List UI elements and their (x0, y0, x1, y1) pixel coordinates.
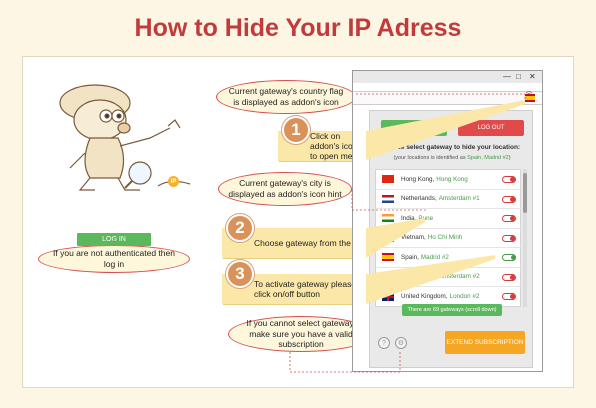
gateway-row[interactable]: India, Pune (376, 209, 522, 229)
step-3-text: To activate gateway please click on/off … (254, 278, 357, 299)
callout-not-authenticated: If you are not authenticated then log in (38, 245, 190, 273)
gateway-row[interactable]: Spain, Madrid #2 (376, 248, 522, 268)
hk-flag-icon (382, 175, 394, 184)
logout-button[interactable]: LOG OUT (458, 120, 524, 136)
maximize-icon[interactable]: □ (516, 72, 521, 81)
extend-subscription-button[interactable]: EXTEND SUBSCRIPTION (445, 331, 525, 354)
callout-not-authenticated-text: If you are not authenticated then log in (53, 248, 175, 269)
callout-no-subscription-text: If you cannot select gateway, make sure … (246, 318, 356, 350)
help-icon[interactable]: ? (378, 337, 390, 349)
gateway-city: Amsterdam #1 (438, 195, 480, 203)
step-2-text: Choose gateway from the list (254, 237, 364, 248)
settings-gear-icon[interactable]: ⚙ (395, 337, 407, 349)
gateway-city: Hong Kong (436, 175, 468, 183)
gateway-country: United Kingdom, (401, 293, 448, 301)
addon-popup-menu: days left LOG OUT Please select gateway … (369, 110, 533, 368)
nl-flag-icon (382, 272, 394, 281)
callout-city-hint: Current gateway's city is displayed as a… (218, 172, 352, 206)
gateway-country: Netherlands, (401, 195, 437, 203)
gateway-city: Amsterdam #2 (438, 273, 480, 281)
window-titlebar: — □ ✕ (353, 71, 542, 83)
location-value: Spain, Madrid #2 (467, 155, 509, 161)
in-flag-icon (382, 214, 394, 223)
gateway-country: Spain, (401, 253, 419, 261)
gateway-toggle-active[interactable] (502, 254, 516, 261)
gateway-city: Pune (418, 214, 434, 222)
addon-flag-icon[interactable] (525, 94, 535, 102)
gateway-row[interactable]: Hong Kong, Hong Kong (376, 170, 522, 190)
step-3-number: 3 (226, 260, 254, 288)
gateway-city: Ho Chi Minh (427, 234, 463, 242)
gateway-row[interactable]: Netherlands, Amsterdam #2 (376, 268, 522, 287)
gateway-country: India, (401, 214, 417, 222)
es-flag-icon (382, 253, 394, 262)
minimize-icon[interactable]: — (503, 72, 511, 81)
vn-flag-icon (382, 233, 394, 242)
gateway-list: Hong Kong, Hong Kong Netherlands, Amster… (375, 169, 522, 307)
gateway-toggle[interactable] (502, 293, 516, 300)
callout-flag-icon: Current gateway's country flag is displa… (216, 80, 356, 114)
login-button[interactable]: LOG IN (77, 233, 151, 246)
wifi-icon (525, 84, 533, 97)
gb-flag-icon (382, 292, 394, 301)
location-suffix: ) (508, 155, 511, 161)
gateway-list-scrollbar[interactable] (523, 169, 527, 307)
select-gateway-heading: Please select gateway to hide your locat… (383, 144, 521, 151)
location-identified: (your locations is identified as Spain, … (370, 155, 534, 161)
address-bar[interactable] (353, 91, 542, 105)
gateway-country: Netherlands, (401, 273, 437, 281)
scroll-hint: There are 69 gateways (scroll down) (402, 304, 502, 316)
callout-city-hint-text: Current gateway's city is displayed as a… (228, 178, 342, 199)
gateway-toggle[interactable] (502, 195, 516, 203)
step-2-number: 2 (226, 214, 254, 242)
gateway-row[interactable]: Netherlands, Amsterdam #1 (376, 190, 522, 209)
page-title: How to Hide Your IP Adress (134, 14, 462, 42)
close-icon[interactable]: ✕ (529, 72, 536, 81)
gateway-country: Hong Kong, (401, 175, 435, 183)
gateway-city: Madrid #2 (420, 253, 449, 261)
location-prefix: (your locations is identified as (393, 155, 466, 161)
step-1-text: Click on addon's icon to open menu (310, 130, 362, 162)
gateway-country: Vietnam, (401, 234, 426, 242)
gateway-toggle[interactable] (502, 176, 516, 183)
gateway-row[interactable]: Vietnam, Ho Chi Minh (376, 229, 522, 248)
mascot-ip-badge: IP (168, 176, 179, 187)
gateway-toggle[interactable] (502, 273, 516, 281)
gateway-toggle[interactable] (502, 234, 516, 242)
gateway-toggle[interactable] (502, 215, 516, 222)
gateway-city: London #2 (449, 293, 480, 301)
callout-flag-icon-text: Current gateway's country flag is displa… (228, 86, 344, 107)
detective-mascot-illustration (59, 84, 191, 191)
step-3: To activate gateway please click on/off … (222, 274, 366, 304)
days-left-button[interactable]: days left (381, 120, 447, 136)
step-1-number: 1 (282, 116, 310, 144)
nl-flag-icon (382, 194, 394, 203)
